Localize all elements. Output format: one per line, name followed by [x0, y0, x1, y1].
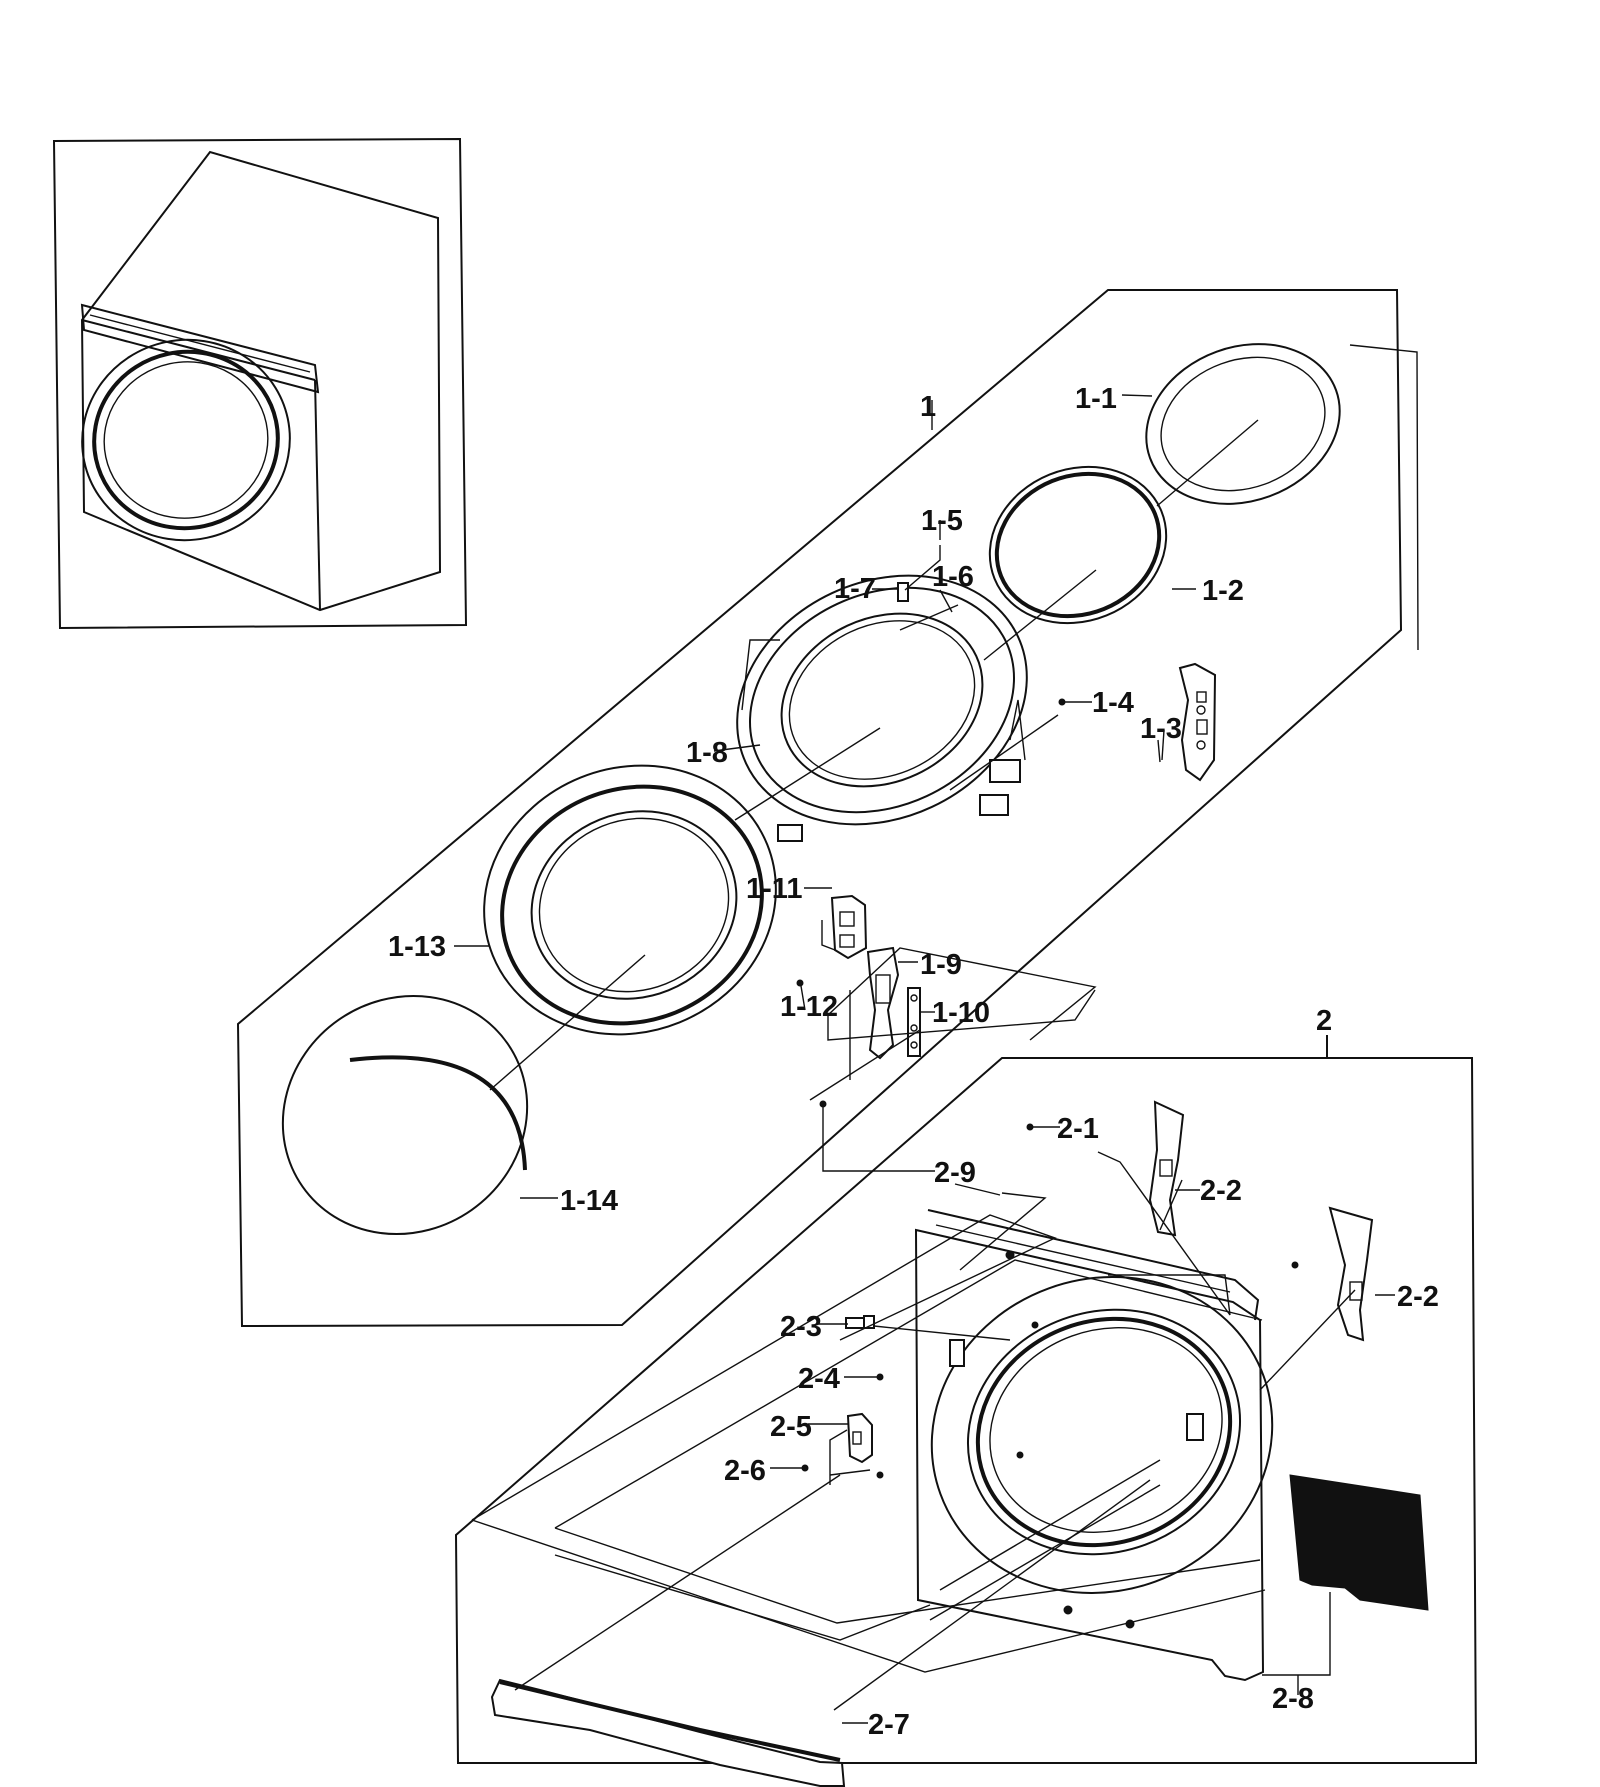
- label-2-2-lower: 2-2: [1397, 1281, 1439, 1313]
- front-cabinet-panel: [914, 1209, 1274, 1682]
- label-2-9: 2-9: [934, 1157, 976, 1189]
- label-2: 2: [1316, 1005, 1332, 1037]
- outer-door-ring: [483, 764, 777, 1091]
- label-1-6: 1-6: [932, 561, 974, 593]
- label-2-6: 2-6: [724, 1455, 766, 1487]
- small-cover: [846, 1412, 873, 1464]
- filter-sheet: [1289, 1474, 1429, 1611]
- leaders-group-1: [454, 394, 1196, 1199]
- label-1-14: 1-14: [560, 1185, 618, 1217]
- hinge-projection-planes: [809, 947, 1097, 1101]
- label-1: 1: [920, 391, 936, 423]
- label-1-2: 1-2: [1202, 575, 1244, 607]
- connector-part: [845, 1315, 875, 1329]
- door-frame: [734, 574, 1059, 842]
- label-1-13: 1-13: [388, 931, 446, 963]
- label-1-4: 1-4: [1092, 687, 1134, 719]
- label-2-4: 2-4: [798, 1363, 840, 1395]
- label-2-8: 2-8: [1272, 1683, 1314, 1715]
- front-panel-group: [454, 1035, 1478, 1787]
- bottom-kick-trim: [490, 1678, 846, 1787]
- label-1-3: 1-3: [1140, 713, 1182, 745]
- label-1-11: 1-11: [746, 873, 802, 905]
- overview-inset: [52, 137, 468, 630]
- label-1-10: 1-10: [932, 997, 990, 1029]
- label-1-7: 1-7: [834, 573, 876, 605]
- label-1-9: 1-9: [920, 949, 962, 981]
- label-2-2-upper: 2-2: [1200, 1175, 1242, 1207]
- label-1-8: 1-8: [686, 737, 728, 769]
- label-1-12: 1-12: [780, 991, 838, 1023]
- small-screw-parts: [897, 545, 959, 631]
- door-hinge-arm: [849, 946, 900, 1080]
- callout-labels: 1 1-1 1-2 1-3 1-4 1-5 1-6 1-7 1-8 1-9 1-…: [388, 383, 1439, 1741]
- leaders-group-2: [770, 1100, 1395, 1724]
- projection-planes-group-2: [471, 1151, 1356, 1711]
- label-2-5: 2-5: [770, 1411, 812, 1443]
- door-seal-ring: [983, 465, 1168, 661]
- hinge-pin-plate: [907, 987, 921, 1057]
- hinge-plate: [821, 894, 868, 960]
- side-bracket-left: [1148, 1100, 1185, 1237]
- door-glass-inner: [1145, 343, 1341, 507]
- label-1-1: 1-1: [1075, 383, 1117, 415]
- label-1-5: 1-5: [921, 505, 963, 537]
- hinge-bracket-plate: [1157, 662, 1217, 782]
- outer-door-glass: [281, 994, 529, 1236]
- label-2-1: 2-1: [1057, 1113, 1099, 1145]
- label-2-3: 2-3: [780, 1311, 822, 1343]
- label-2-7: 2-7: [868, 1709, 910, 1741]
- side-bracket-right: [1328, 1206, 1374, 1342]
- door-assembly-group: [236, 289, 1419, 1328]
